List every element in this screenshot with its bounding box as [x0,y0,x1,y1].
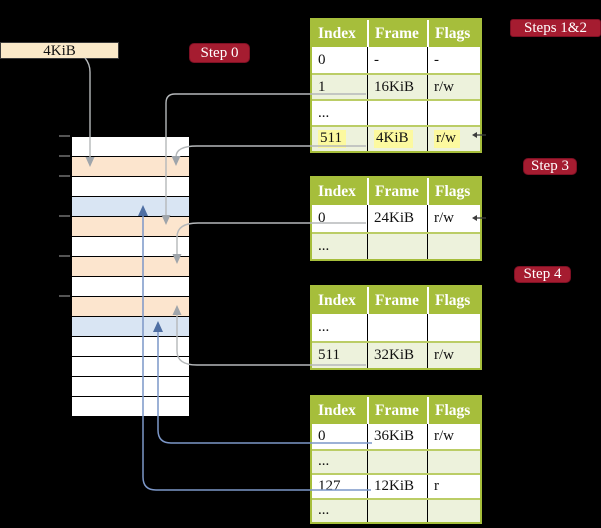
memory-row-data [72,317,189,337]
level2-page-table: Index Frame Flags 0 24KiB r/w ... [310,176,482,261]
table-row: ... [312,232,480,259]
cell-flags: - [427,47,480,73]
memory-row-pagetable [72,217,189,237]
table-row: ... [312,314,480,341]
memory-row-pagetable [72,257,189,277]
header-frame: Frame [367,397,427,424]
cell-flags: r/w [427,127,480,151]
memory-row-empty [72,397,189,416]
memory-row-pagetable [72,157,189,177]
header-index: Index [318,291,356,309]
cell-frame: - [367,47,427,73]
memory-ticks [59,135,70,297]
memory-row-empty [72,237,189,257]
table-row: 1 16KiB r/w [312,73,480,99]
cell-index: ... [318,453,330,470]
frame-size-label: 4KiB [43,43,76,59]
frame-size-label-box: 4KiB [0,42,119,59]
cell-flags: r/w [427,424,480,449]
header-index: Index [318,24,356,42]
badge-step-0: Step 0 [189,43,250,63]
cell-index: 1 [318,78,326,95]
cell-index: 127 [318,477,341,494]
table-row: ... [312,497,480,522]
cell-frame [367,234,427,259]
level3-page-table: Index Frame Flags ... 511 32KiB r/w [310,285,482,370]
cell-index: ... [318,502,330,519]
cell-frame: 12KiB [367,475,427,498]
cell-frame [367,101,427,125]
badge-steps-1-2: Steps 1&2 [510,19,601,37]
cell-flags [427,314,480,341]
table-header-row: Index Frame Flags [312,397,480,424]
cell-frame [367,450,427,473]
table-header-row: Index Frame Flags [312,20,480,47]
cell-index: ... [318,104,330,121]
badge-step-3: Step 3 [523,158,577,175]
cell-flags [427,499,480,522]
table-row-highlighted: 511 4KiB r/w [312,125,480,151]
cell-frame [367,314,427,341]
memory-row-empty [72,357,189,377]
table-row: 0 24KiB r/w [312,205,480,232]
cell-index: 511 [318,347,340,363]
cell-frame: 36KiB [367,424,427,449]
header-index: Index [318,401,356,419]
cell-index: 0 [318,210,326,226]
header-flags: Flags [427,287,480,314]
memory-row-empty [72,137,189,157]
cell-frame: 4KiB [367,127,427,151]
memory-row-empty [72,377,189,397]
memory-row-pagetable [72,297,189,317]
root-page-table: Index Frame Flags 0 - - 1 16KiB r/w ... … [310,18,482,153]
cell-flags [427,234,480,259]
table-header-row: Index Frame Flags [312,287,480,314]
cell-index: ... [318,319,330,335]
table-row: 127 12KiB r [312,473,480,498]
table-row: 511 32KiB r/w [312,341,480,368]
memory-row-empty [72,337,189,357]
cell-frame: 24KiB [367,205,427,232]
cell-frame: 16KiB [367,75,427,99]
highlighted-value: 511 [318,130,346,148]
header-frame: Frame [367,178,427,205]
memory-row-empty [72,277,189,297]
cell-index: 0 [318,51,326,68]
badge-step-4: Step 4 [514,266,571,283]
memory-row-empty [72,177,189,197]
header-flags: Flags [427,397,480,424]
cell-flags [427,101,480,125]
table-row: 0 - - [312,47,480,73]
cell-frame [367,499,427,522]
highlighted-value: 4KiB [374,130,413,148]
leaf-page-table: Index Frame Flags 0 36KiB r/w ... 127 12… [310,395,482,524]
cell-flags: r/w [427,75,480,99]
table-row: ... [312,448,480,473]
cell-index: 511 [312,127,367,151]
cell-index: ... [318,238,330,254]
cell-flags: r/w [427,205,480,232]
header-frame: Frame [367,287,427,314]
cell-flags [427,450,480,473]
table-row: ... [312,99,480,125]
cell-frame: 32KiB [367,343,427,368]
header-index: Index [318,182,356,200]
cell-flags: r [427,475,480,498]
highlighted-value: r/w [434,130,460,148]
cell-flags: r/w [427,343,480,368]
header-flags: Flags [427,20,480,47]
header-flags: Flags [427,178,480,205]
memory-stack [71,136,190,417]
memory-row-data [72,197,189,217]
cell-index: 0 [318,427,326,444]
table-header-row: Index Frame Flags [312,178,480,205]
table-row: 0 36KiB r/w [312,424,480,449]
header-frame: Frame [367,20,427,47]
